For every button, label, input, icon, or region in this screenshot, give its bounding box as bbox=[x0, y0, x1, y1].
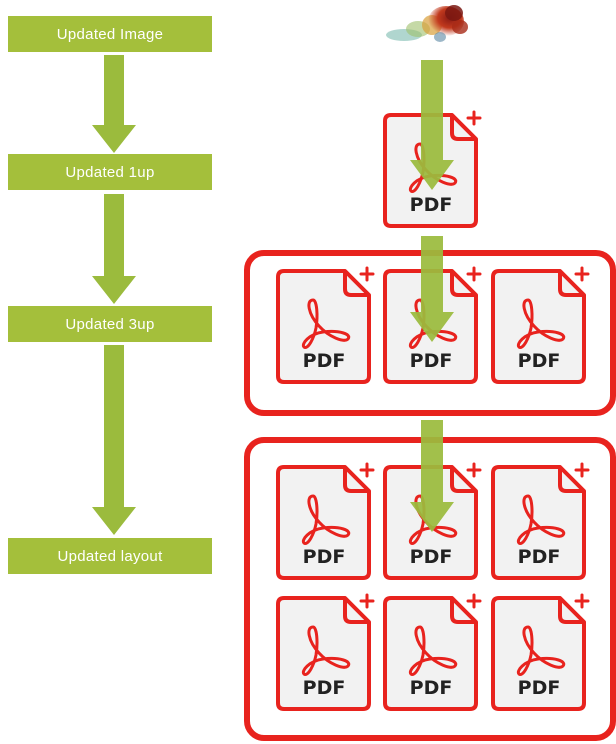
step-updated-3up: Updated 3up bbox=[8, 306, 212, 342]
pdf-file-icon bbox=[491, 593, 590, 711]
down-arrow bbox=[92, 194, 136, 304]
pdf-file-icon bbox=[276, 593, 375, 711]
pdf-label: PDF bbox=[409, 350, 453, 372]
pdf-label: PDF bbox=[302, 677, 346, 699]
pdf-label: PDF bbox=[517, 677, 561, 699]
pdf-file-icon bbox=[491, 462, 590, 580]
ink-smoke-image bbox=[384, 3, 480, 47]
pdf-icon-3up: PDF bbox=[275, 266, 375, 385]
pdf-file-icon bbox=[383, 593, 482, 711]
step-label: Updated Image bbox=[56, 25, 164, 43]
down-arrow bbox=[410, 60, 454, 190]
pdf-file-icon bbox=[491, 266, 590, 384]
pdf-label: PDF bbox=[517, 546, 561, 568]
pdf-icon-layout: PDF bbox=[382, 593, 482, 712]
pdf-label: PDF bbox=[302, 350, 346, 372]
step-label: Updated layout bbox=[57, 547, 163, 565]
pdf-icon-layout: PDF bbox=[275, 593, 375, 712]
pdf-icon-layout: PDF bbox=[490, 593, 590, 712]
pdf-icon-3up: PDF bbox=[490, 266, 590, 385]
step-updated-1up: Updated 1up bbox=[8, 154, 212, 190]
pdf-label: PDF bbox=[409, 194, 453, 216]
down-arrow bbox=[92, 345, 136, 535]
pdf-icon-layout: PDF bbox=[275, 462, 375, 581]
pdf-file-icon bbox=[276, 266, 375, 384]
step-updated-image: Updated Image bbox=[8, 16, 212, 52]
pdf-label: PDF bbox=[517, 350, 561, 372]
down-arrow bbox=[92, 55, 136, 153]
pdf-label: PDF bbox=[409, 677, 453, 699]
pdf-file-icon bbox=[276, 462, 375, 580]
down-arrow bbox=[410, 420, 454, 532]
step-label: Updated 1up bbox=[65, 163, 155, 181]
pdf-label: PDF bbox=[302, 546, 346, 568]
pdf-label: PDF bbox=[409, 546, 453, 568]
down-arrow bbox=[410, 236, 454, 342]
pdf-icon-layout: PDF bbox=[490, 462, 590, 581]
step-label: Updated 3up bbox=[65, 315, 155, 333]
step-updated-layout: Updated layout bbox=[8, 538, 212, 574]
